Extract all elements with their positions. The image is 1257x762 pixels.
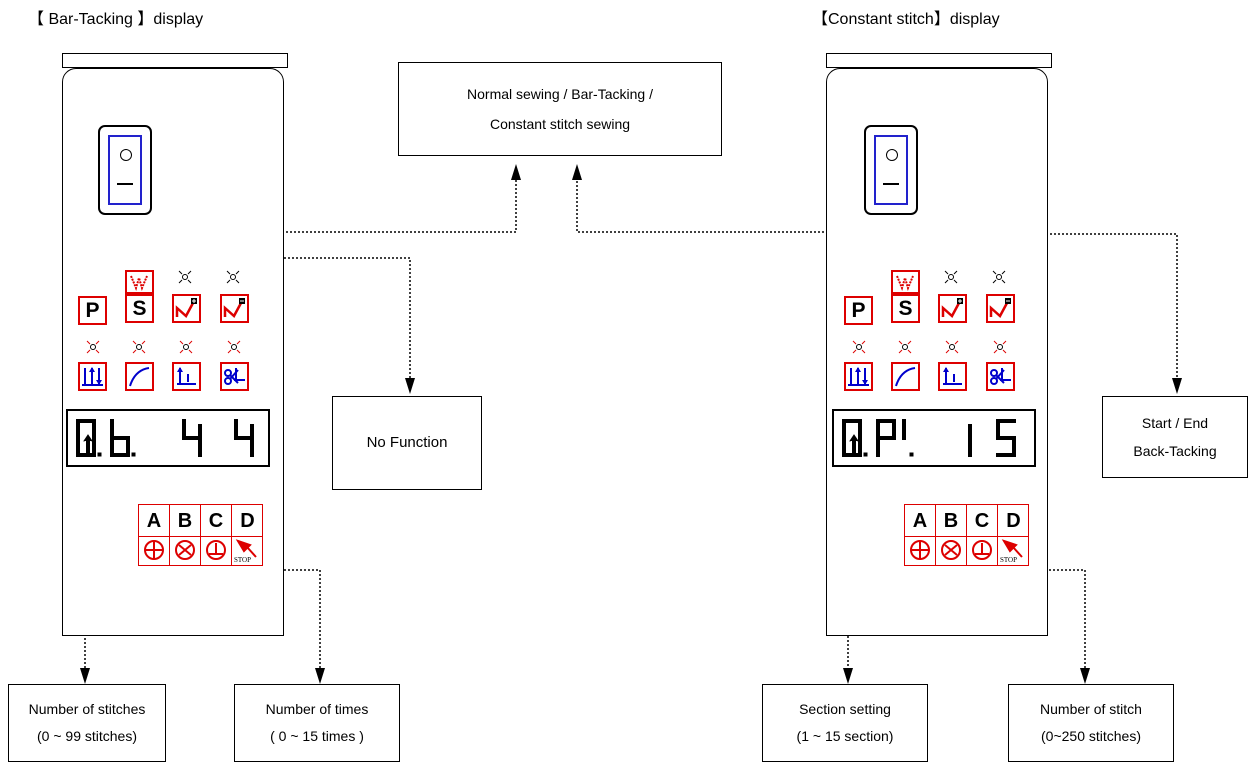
end-backtack-icon <box>223 298 245 318</box>
left-thread-trim-key[interactable] <box>220 362 249 391</box>
thread-trim-icon <box>990 368 1011 385</box>
right-key-d[interactable]: D <box>998 505 1029 537</box>
left-sewing-mode-icon <box>125 270 154 294</box>
section-line2: (1 ~ 15 section) <box>796 728 894 744</box>
right-needle-up-down-key[interactable] <box>844 362 873 391</box>
led-icon <box>945 340 959 354</box>
right-sewing-mode-icon <box>891 270 920 294</box>
right-thread-trim-key[interactable] <box>986 362 1015 391</box>
needle-up-down-icon <box>848 367 869 386</box>
right-p-key[interactable]: P <box>844 296 873 325</box>
led-icon <box>86 340 100 354</box>
left-key-d[interactable]: D <box>232 505 263 537</box>
pedal-icon <box>905 537 936 565</box>
right-needle-position-key[interactable] <box>938 362 967 391</box>
left-key-a[interactable]: A <box>139 505 170 537</box>
left-panel-cap <box>62 53 288 68</box>
section-label-box: Section setting (1 ~ 15 section) <box>762 684 928 762</box>
mode-line2: Constant stitch sewing <box>489 116 631 132</box>
pedal-icon <box>936 537 967 565</box>
needle-position-icon <box>177 367 196 385</box>
right-key-a[interactable]: A <box>905 505 936 537</box>
times-label-box: Number of times ( 0 ~ 15 times ) <box>234 684 400 762</box>
left-power-switch[interactable] <box>98 125 152 215</box>
led-icon <box>944 270 958 284</box>
right-start-backtack-key[interactable] <box>938 294 967 323</box>
start-end-line1: Start / End <box>1141 415 1209 431</box>
left-title: 【 Bar-Tacking 】display <box>28 11 204 28</box>
right-key-b[interactable]: B <box>936 505 967 537</box>
soft-start-icon <box>129 367 150 387</box>
led-icon <box>178 270 192 284</box>
pedal-icon <box>170 537 201 565</box>
left-needle-position-key[interactable] <box>172 362 201 391</box>
led-icon <box>132 340 146 354</box>
svg-text:STOP: STOP <box>1000 556 1017 564</box>
stitch-line2: (0~250 stitches) <box>1041 728 1141 744</box>
left-abcd-keypad: A B C D STOP <box>138 504 263 566</box>
right-title: 【Constant stitch】display <box>812 11 1000 28</box>
right-soft-start-key[interactable] <box>891 362 920 391</box>
left-needle-up-down-key[interactable] <box>78 362 107 391</box>
stop-icon: STOP <box>232 537 263 565</box>
led-icon <box>992 270 1006 284</box>
right-end-backtack-key[interactable] <box>986 294 1015 323</box>
no-function-box: No Function <box>332 396 482 490</box>
times-line1: Number of times <box>265 701 369 717</box>
led-icon <box>993 340 1007 354</box>
mode-box: Normal sewing / Bar-Tacking / Constant s… <box>398 62 722 156</box>
right-panel-cap <box>826 53 1052 68</box>
thread-trim-icon <box>224 368 245 385</box>
needle-up-down-icon <box>82 367 103 386</box>
left-s-key[interactable]: S <box>125 294 154 323</box>
start-backtack-icon <box>941 298 963 318</box>
right-key-c[interactable]: C <box>967 505 998 537</box>
stitch-label-box: Number of stitch (0~250 stitches) <box>1008 684 1174 762</box>
needle-position-icon <box>943 367 962 385</box>
left-end-backtack-key[interactable] <box>220 294 249 323</box>
led-icon <box>226 270 240 284</box>
stop-icon: STOP <box>998 537 1029 565</box>
left-lcd-display <box>66 409 270 467</box>
end-backtack-icon <box>989 298 1011 318</box>
pedal-icon <box>139 537 170 565</box>
led-icon <box>227 340 241 354</box>
led-icon <box>179 340 193 354</box>
left-key-b[interactable]: B <box>170 505 201 537</box>
left-start-backtack-key[interactable] <box>172 294 201 323</box>
stitch-line1: Number of stitch <box>1040 701 1142 717</box>
right-lcd-display <box>832 409 1036 467</box>
soft-start-icon <box>895 367 916 387</box>
times-line2: ( 0 ~ 15 times ) <box>270 728 364 744</box>
pedal-icon <box>967 537 998 565</box>
no-function-label: No Function <box>366 434 448 451</box>
stitches-line2: (0 ~ 99 stitches) <box>37 728 137 744</box>
mode-line1: Normal sewing / Bar-Tacking / <box>467 86 653 102</box>
start-end-line2: Back-Tacking <box>1133 443 1217 459</box>
stitches-line1: Number of stitches <box>28 701 146 717</box>
pedal-icon <box>201 537 232 565</box>
left-p-key[interactable]: P <box>78 296 107 325</box>
right-s-key[interactable]: S <box>891 294 920 323</box>
right-power-switch[interactable] <box>864 125 918 215</box>
left-lcd-digits <box>76 419 254 457</box>
svg-text:STOP: STOP <box>234 556 251 564</box>
led-icon <box>852 340 866 354</box>
section-line1: Section setting <box>799 701 891 717</box>
stitches-label-box: Number of stitches (0 ~ 99 stitches) <box>8 684 166 762</box>
start-end-box: Start / End Back-Tacking <box>1102 396 1248 478</box>
right-lcd-digits <box>842 419 1016 457</box>
right-abcd-keypad: A B C D STOP <box>904 504 1029 566</box>
led-icon <box>898 340 912 354</box>
left-key-c[interactable]: C <box>201 505 232 537</box>
left-soft-start-key[interactable] <box>125 362 154 391</box>
start-backtack-icon <box>175 298 197 318</box>
